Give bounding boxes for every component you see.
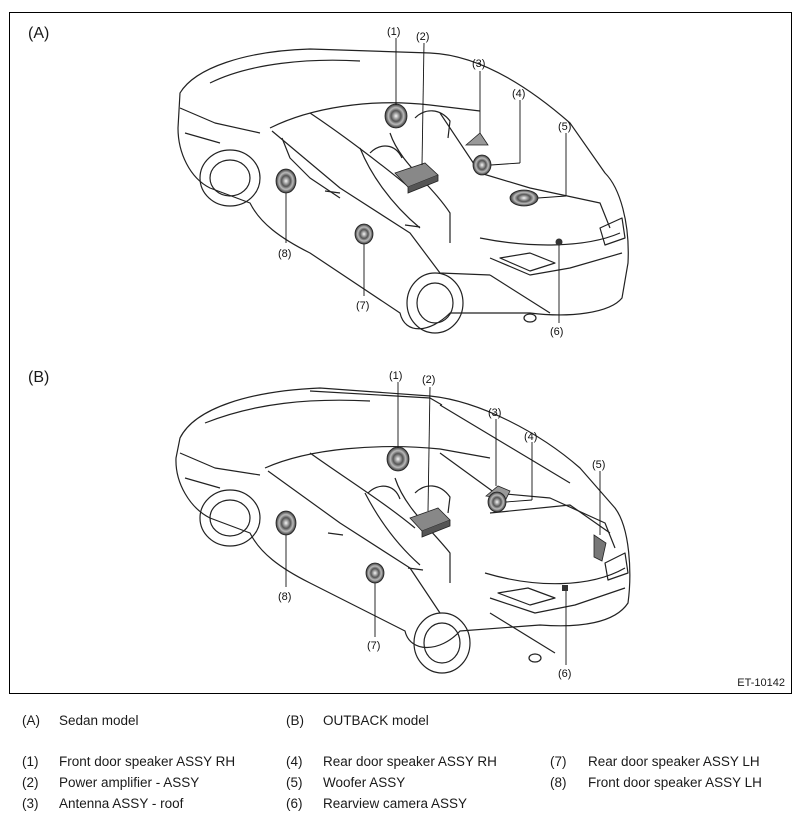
callout-2: (2): [416, 31, 429, 43]
callout-2: (2): [422, 374, 435, 386]
callout-3: (3): [472, 58, 485, 70]
callout-7: (7): [356, 300, 369, 312]
outback-callouts: (1) (2) (3) (4) (5) (6) (7) (8): [278, 370, 605, 680]
legend-text-2: Power amplifier - ASSY: [59, 775, 200, 790]
callout-7: (7): [367, 640, 380, 652]
legend-code-2: (2): [22, 775, 39, 790]
callout-6: (6): [550, 326, 563, 338]
legend-code-8: (8): [550, 775, 567, 790]
callout-5: (5): [558, 121, 571, 133]
sedan-speaker-rear-lh: [354, 223, 374, 245]
legend-code-3: (3): [22, 796, 39, 811]
callout-1: (1): [387, 26, 400, 38]
legend-text-7: Rear door speaker ASSY LH: [588, 754, 760, 769]
legend-code-6: (6): [286, 796, 303, 811]
outback-leader-lines: [285, 382, 601, 665]
callout-4: (4): [512, 88, 525, 100]
legend-code-5: (5): [286, 775, 303, 790]
sedan-power-amplifier: [394, 162, 439, 194]
outback-car-outline: [175, 387, 631, 674]
vehicle-speaker-diagram: (1) (2) (3) (4) (5) (6) (7) (8): [175, 26, 631, 680]
legend-text-8: Front door speaker ASSY LH: [588, 775, 762, 790]
sedan-speaker-front-rh: [384, 103, 408, 129]
sedan-roof-antenna: [464, 132, 489, 146]
outback-speaker-rear-rh: [487, 491, 507, 513]
legend-text-5: Woofer ASSY: [323, 775, 406, 790]
sedan-leader-lines: [285, 38, 567, 323]
panel-label-b: (B): [28, 369, 50, 386]
legend-code-1: (1): [22, 754, 39, 769]
legend-code-4: (4): [286, 754, 303, 769]
legend-text-6: Rearview camera ASSY: [323, 796, 468, 811]
panel-label-a: (A): [28, 25, 50, 42]
legend-model-code-b: (B): [286, 713, 304, 728]
sedan-car-outline: [177, 48, 629, 334]
sedan-speaker-rear-rh: [472, 154, 492, 176]
outback-woofer: [593, 534, 607, 562]
callout-3: (3): [488, 407, 501, 419]
callout-4: (4): [524, 431, 537, 443]
sedan-rearview-camera: [555, 238, 563, 246]
diagram-frame: (1) (2) (3) (4) (5) (6) (7) (8): [9, 12, 792, 694]
outback-power-amplifier: [409, 507, 451, 538]
outback-speaker-front-rh: [386, 446, 410, 472]
outback-speaker-rear-lh: [365, 562, 385, 584]
legend-model-code-a: (A): [22, 713, 40, 728]
callout-1: (1): [389, 370, 402, 382]
callout-8: (8): [278, 591, 291, 603]
callout-6: (6): [558, 668, 571, 680]
legend-text-3: Antenna ASSY - roof: [59, 796, 184, 811]
legend-code-7: (7): [550, 754, 567, 769]
outback-rearview-camera: [562, 585, 568, 591]
legend-text-1: Front door speaker ASSY RH: [59, 754, 236, 769]
sedan-callouts: (1) (2) (3) (4) (5) (6) (7) (8): [278, 26, 571, 338]
legend-model-text-a: Sedan model: [59, 713, 139, 728]
legend-model-text-b: OUTBACK model: [323, 713, 429, 728]
outback-speaker-front-lh: [275, 510, 297, 536]
callout-8: (8): [278, 248, 291, 260]
figure-code: ET-10142: [737, 677, 785, 689]
sedan-woofer: [509, 189, 539, 207]
callout-5: (5): [592, 459, 605, 471]
legend-text-4: Rear door speaker ASSY RH: [323, 754, 497, 769]
sedan-speaker-front-lh: [275, 168, 297, 194]
